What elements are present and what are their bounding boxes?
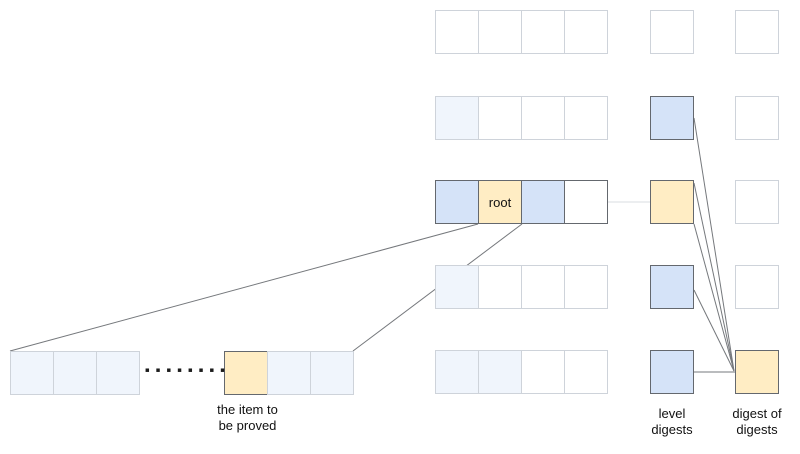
item-caption: the item to be proved [180, 402, 315, 434]
level-row-5 [435, 350, 608, 394]
root-cell: root [478, 180, 522, 224]
level-row-5-cell [521, 350, 565, 394]
level-row-5-cell [478, 350, 522, 394]
level-row-5-cell [564, 350, 608, 394]
digest-of-digests-caption-line2: digests [736, 422, 778, 437]
level-digests-caption: level digests [627, 406, 717, 438]
level-row-2-cell [435, 96, 479, 140]
ellipsis-dots: ▪▪▪▪▪▪▪▪ [145, 366, 231, 374]
level-digest-4 [650, 265, 694, 309]
root-row-cell [521, 180, 565, 224]
level-row-4-cell [478, 265, 522, 309]
level-row-1-cell [478, 10, 522, 54]
digest-column-cell-1 [735, 10, 779, 54]
digest-of-digests-caption-line1: digest of [732, 406, 782, 421]
digest-column-cell-3 [735, 180, 779, 224]
level-digest-2 [650, 96, 694, 140]
level-row-2-cell [478, 96, 522, 140]
level-digests-caption-line1: level [658, 406, 686, 421]
level-row-1 [435, 10, 608, 54]
item-row-cell [267, 351, 311, 395]
level-row-2 [435, 96, 608, 140]
level-digests-caption-line2: digests [651, 422, 693, 437]
level-row-4-cell [435, 265, 479, 309]
line-leveldigest3-bottom-to-dod [693, 223, 735, 372]
level-digest-3 [650, 180, 694, 224]
digest-column-cell-4 [735, 265, 779, 309]
level-row-1-cell [521, 10, 565, 54]
item-caption-line2: be proved [218, 418, 277, 433]
root-row: root [435, 180, 608, 224]
line-leveldigest3-top-to-dod [693, 182, 735, 372]
line-leveldigest4-to-dod [693, 289, 735, 372]
item-caption-line1: the item to [217, 402, 278, 417]
bottom-list-cell [53, 351, 97, 395]
item-row-segment [224, 351, 354, 395]
line-root-to-list-left [9, 223, 479, 352]
line-leveldigest2-to-dod [693, 117, 735, 372]
level-row-2-cell [564, 96, 608, 140]
level-row-2-cell [521, 96, 565, 140]
digest-of-digests-caption: digest of digests [712, 406, 800, 438]
root-row-cell [435, 180, 479, 224]
level-digest-1 [650, 10, 694, 54]
item-cell [224, 351, 268, 395]
level-row-4-cell [521, 265, 565, 309]
level-row-4-cell [564, 265, 608, 309]
level-digest-5 [650, 350, 694, 394]
root-row-cell [564, 180, 608, 224]
level-row-1-cell [435, 10, 479, 54]
digest-column-cell-2 [735, 96, 779, 140]
level-row-4 [435, 265, 608, 309]
bottom-list-cell [10, 351, 54, 395]
level-row-5-cell [435, 350, 479, 394]
bottom-list-cell [96, 351, 140, 395]
root-label: root [488, 194, 512, 210]
item-row-cell [310, 351, 354, 395]
level-row-1-cell [564, 10, 608, 54]
bottom-list-left-segment [10, 351, 140, 395]
digest-of-digests [735, 350, 779, 394]
